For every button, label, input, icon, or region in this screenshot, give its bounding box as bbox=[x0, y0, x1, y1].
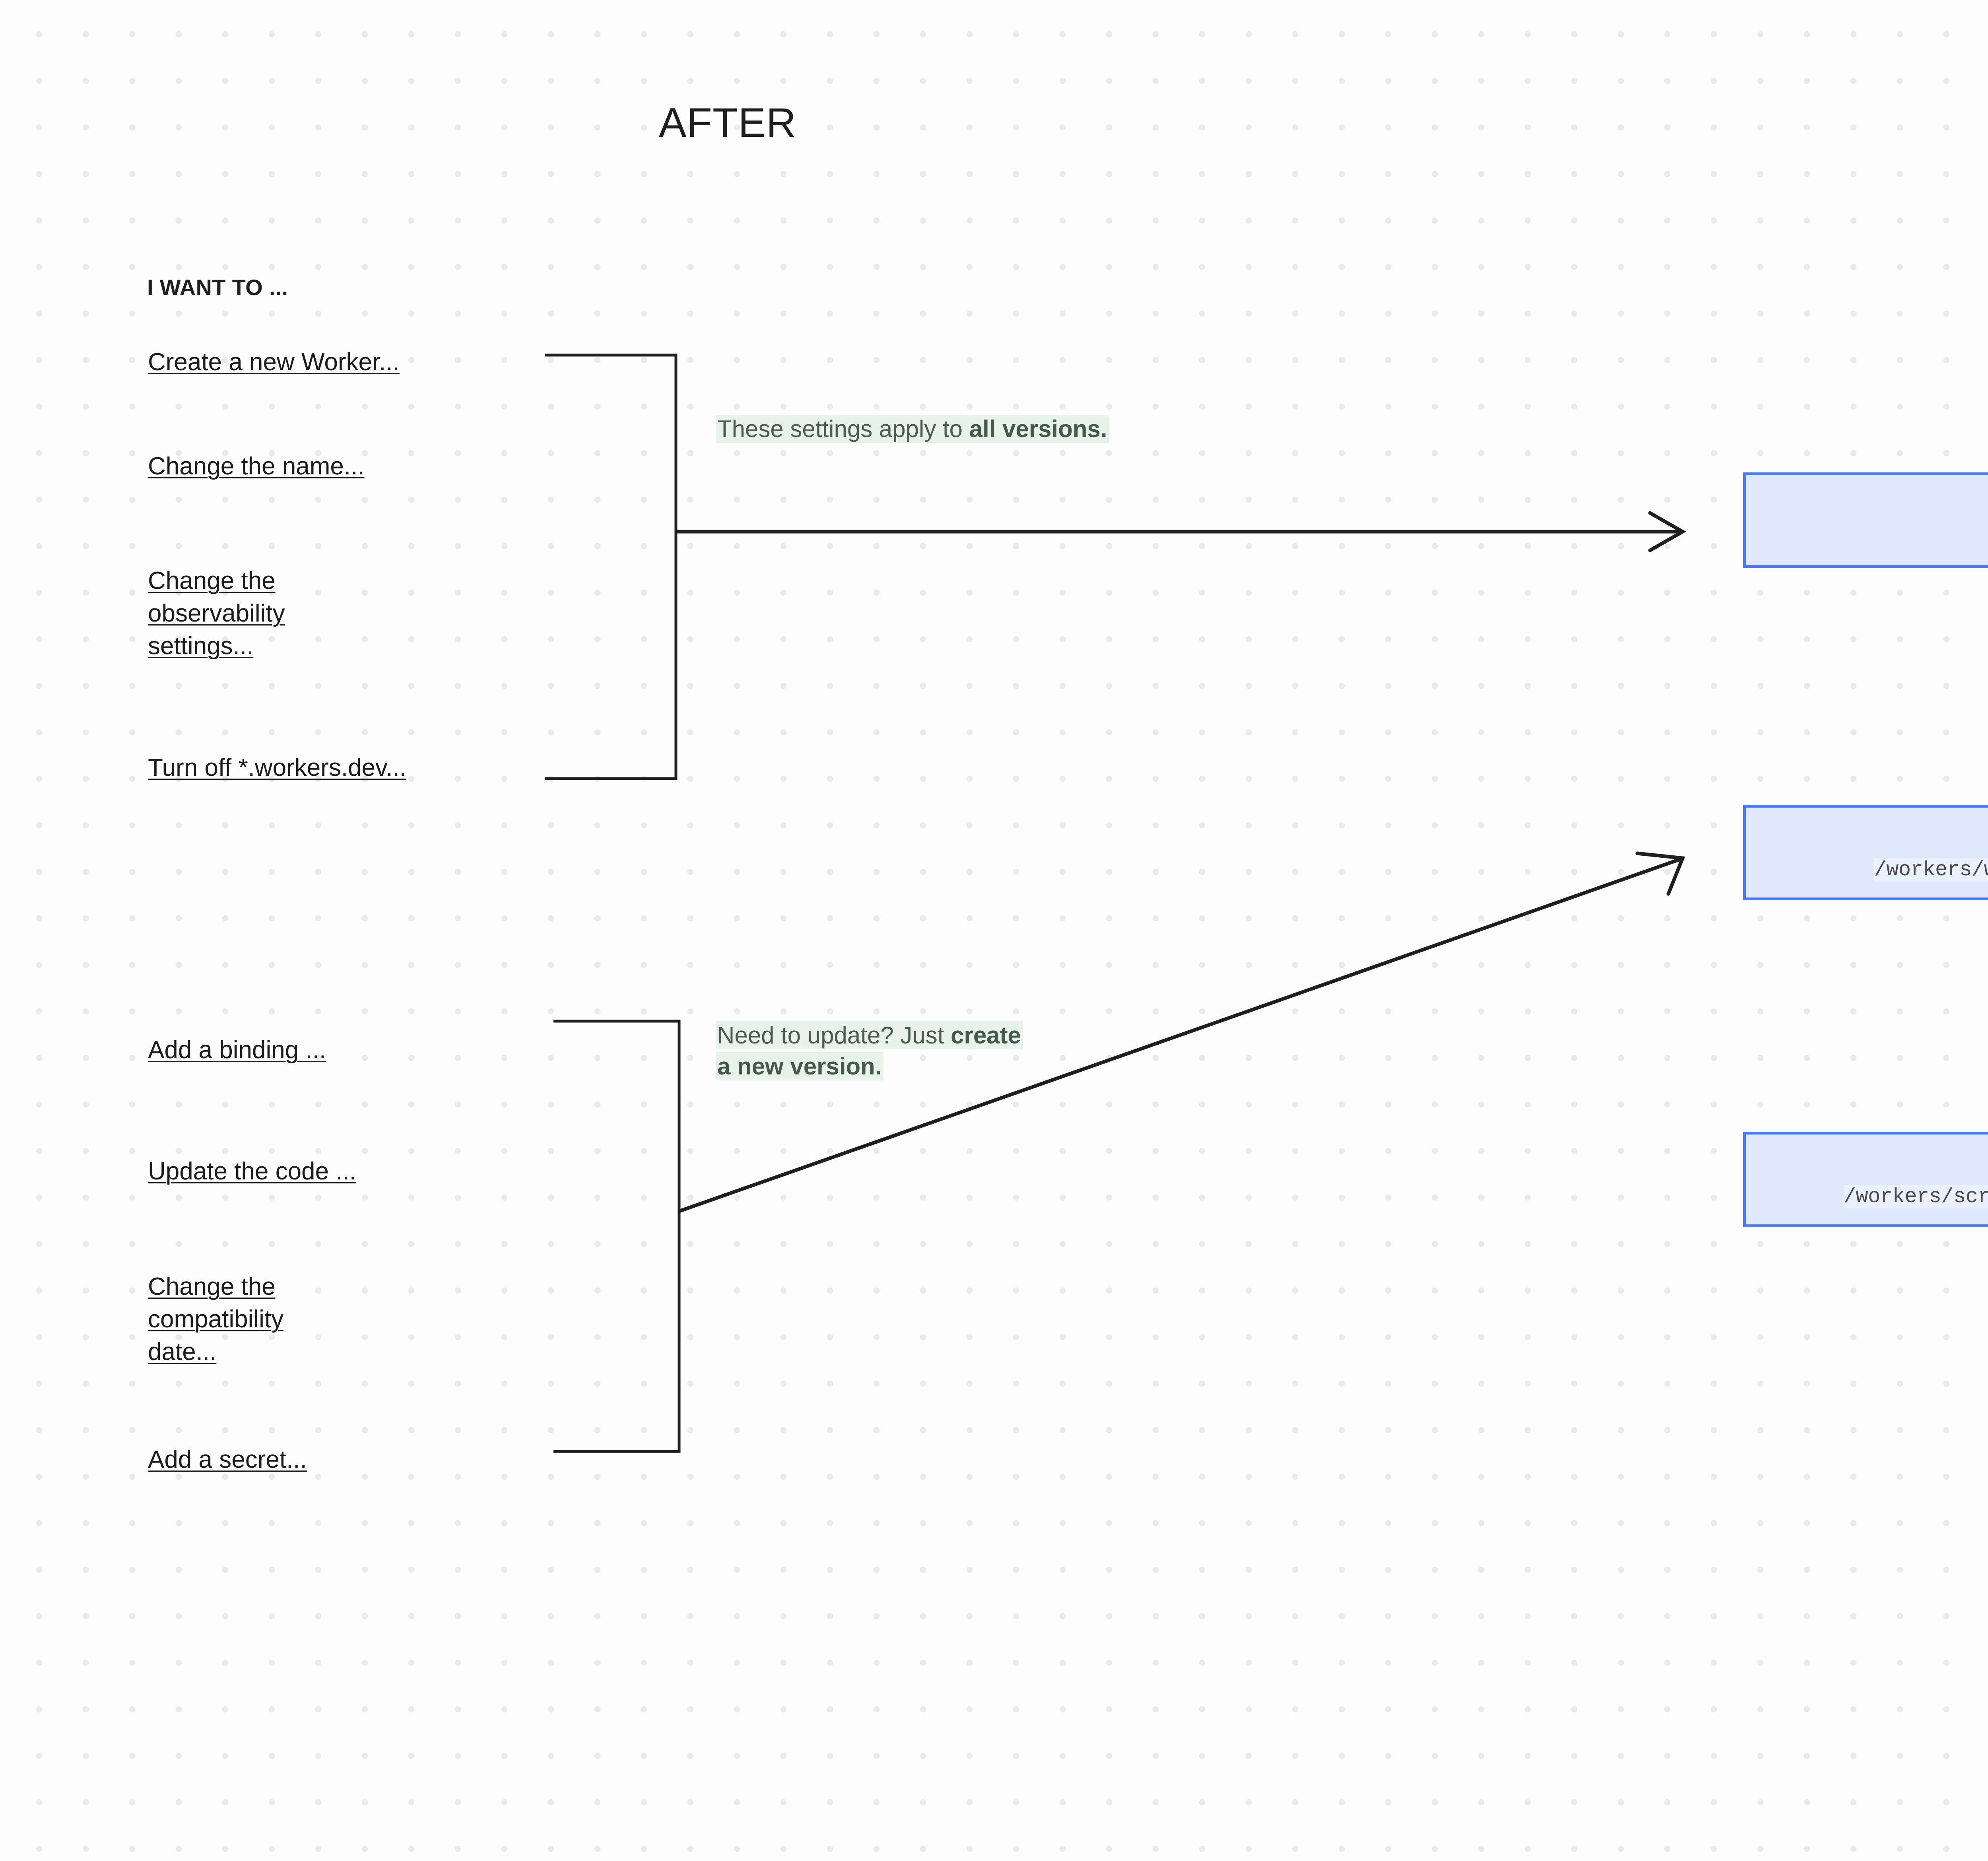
task-add-binding[interactable]: Add a binding ... bbox=[148, 1036, 326, 1064]
task-update-code[interactable]: Update the code ... bbox=[148, 1158, 356, 1185]
arrow-to-worker-box bbox=[676, 511, 1687, 552]
box-worker[interactable]: Worker /workers/workers bbox=[1743, 472, 1988, 568]
box-deployment-path: /workers/scripts/{script_name}/deploymen… bbox=[1843, 1185, 1988, 1208]
note-worker-settings: These settings apply to all versions. bbox=[716, 414, 1121, 445]
bracket-worker-group bbox=[545, 354, 678, 780]
task-change-name[interactable]: Change the name... bbox=[148, 453, 365, 480]
task-turn-off-workers-dev[interactable]: Turn off *.workers.dev... bbox=[148, 754, 407, 781]
task-add-secret[interactable]: Add a secret... bbox=[148, 1446, 307, 1473]
bracket-version-group bbox=[553, 1020, 681, 1453]
note-version-plain: Need to update? Just bbox=[717, 1022, 951, 1049]
task-change-observability-settings[interactable]: Change the observability settings... bbox=[148, 567, 285, 660]
box-version-path: /workers/workers/{worker_id}/versions bbox=[1874, 858, 1988, 882]
diagram-title-text: AFTER bbox=[659, 100, 796, 146]
note-version-bold: create a new version. bbox=[717, 1022, 1021, 1080]
i-want-to-heading: I WANT TO ... bbox=[147, 275, 288, 300]
note-worker-plain: These settings apply to bbox=[717, 416, 969, 442]
task-change-compatibility-date[interactable]: Change the compatibility date... bbox=[148, 1273, 284, 1366]
note-worker-bold: all versions. bbox=[969, 416, 1107, 442]
box-version[interactable]: Version /workers/workers/{worker_id}/ver… bbox=[1743, 805, 1988, 900]
box-deployment[interactable]: Deployment /workers/scripts/{script_name… bbox=[1743, 1132, 1988, 1227]
diagram-title: AFTER bbox=[0, 99, 1988, 147]
task-create-new-worker[interactable]: Create a new Worker... bbox=[148, 348, 400, 376]
note-version-update: Need to update? Just create a new versio… bbox=[716, 1020, 1034, 1082]
